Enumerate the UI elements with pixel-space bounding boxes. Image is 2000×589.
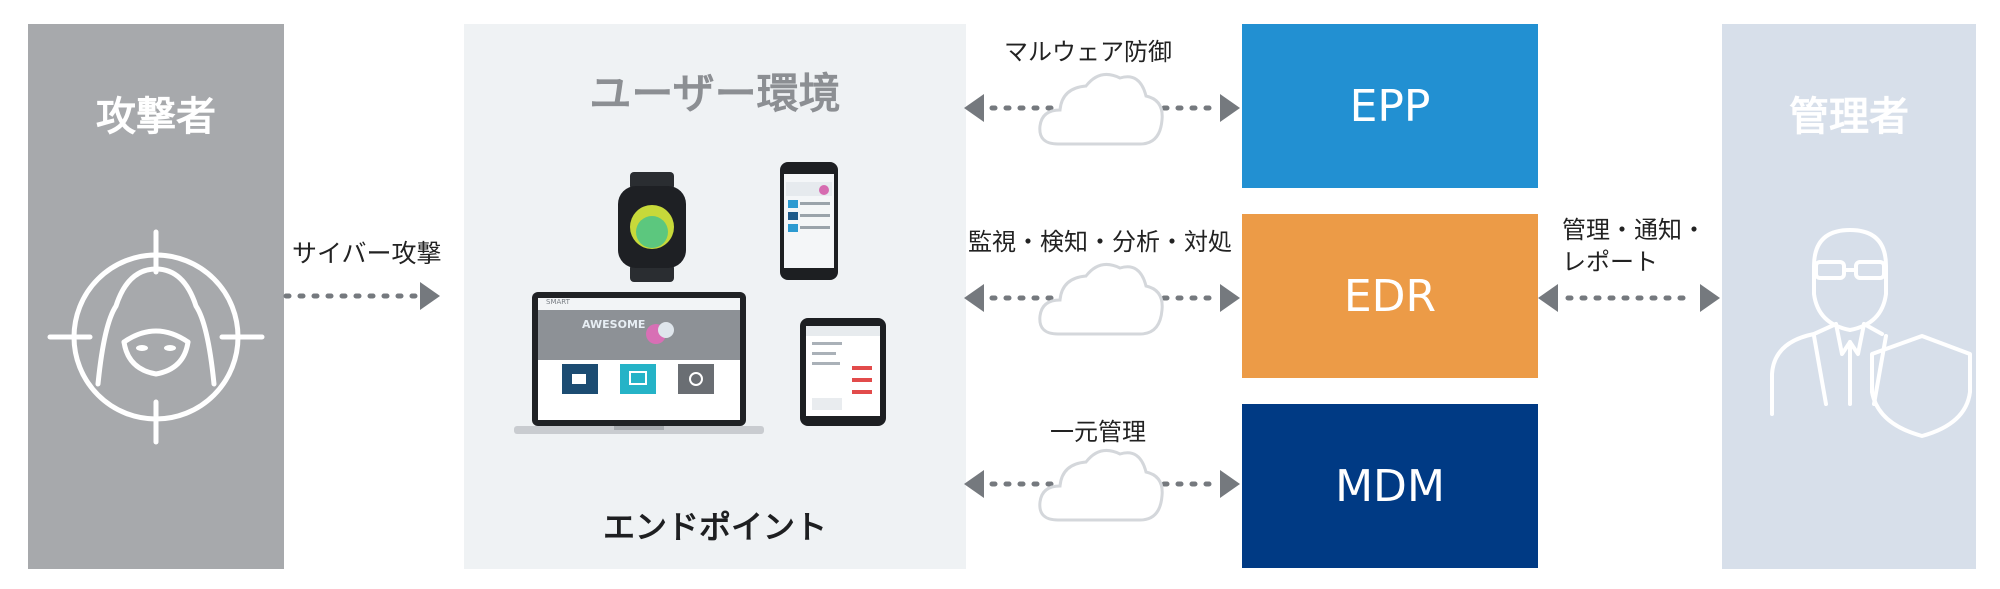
mdm-box: MDM (1242, 404, 1538, 568)
edr-link-arrow (964, 284, 1240, 312)
laptop-hero-text: AWESOME (582, 318, 646, 331)
endpoint-caption: エンドポイント (602, 508, 827, 546)
admin-link-label-line1: 管理・通知・ (1562, 216, 1706, 244)
edr-link-label: 監視・検知・分析・対処 (968, 228, 1232, 256)
epp-link-label: マルウェア防御 (1004, 38, 1172, 66)
smartphone-image (780, 162, 838, 280)
epp-box: EPP (1242, 24, 1538, 188)
attack-label: サイバー攻撃 (292, 239, 442, 268)
edr-box: EDR (1242, 214, 1538, 378)
mdm-cloud-icon (1038, 448, 1164, 522)
edr-cloud-icon (1038, 262, 1164, 336)
user-environment-panel: ユーザー環境 AWESOME SMART (464, 24, 966, 569)
attacker-title: 攻撃者 (96, 94, 216, 140)
smartwatch-image (618, 172, 686, 282)
mdm-link-label: 一元管理 (1050, 418, 1146, 446)
hacker-target-icon (47, 229, 265, 445)
admin-link-arrow (1538, 284, 1720, 312)
laptop-brand-text: SMART (546, 298, 570, 306)
laptop-image (514, 292, 764, 434)
epp-link-arrow (964, 94, 1240, 122)
mdm-label: MDM (1335, 460, 1445, 512)
epp-cloud-icon (1038, 72, 1164, 146)
mdm-link-arrow (964, 470, 1240, 498)
user-environment-title: ユーザー環境 (589, 69, 841, 118)
edr-label: EDR (1343, 270, 1437, 322)
admin-panel: 管理者 (1722, 24, 1976, 569)
admin-shield-icon (1770, 228, 1972, 438)
epp-label: EPP (1349, 80, 1431, 132)
tablet-image (800, 318, 886, 426)
admin-title: 管理者 (1789, 94, 1909, 140)
attack-arrow (283, 282, 440, 310)
attacker-panel: 攻撃者 (28, 24, 284, 569)
admin-link-label-line2: レポート (1562, 248, 1658, 276)
